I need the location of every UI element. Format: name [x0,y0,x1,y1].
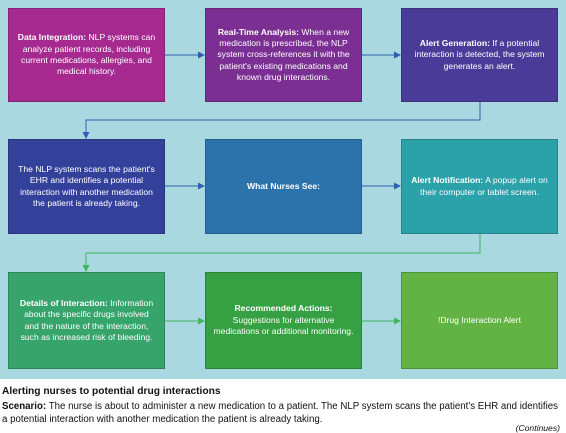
caption-scenario: Scenario: The nurse is about to administ… [2,400,562,426]
figure-caption: Alerting nurses to potential drug intera… [0,381,566,433]
alert-generation-title: Alert Generation: [419,37,490,48]
real-time-analysis-box: Real-Time Analysis: When a new medicatio… [205,8,362,102]
recommended-actions-text: Suggestions for alternative medications … [213,314,354,337]
arrow-notification-to-details [82,234,481,272]
connector-layer [82,51,481,325]
nlp-scan-box: The NLP system scans the patient's EHR a… [8,139,165,234]
data-integration-box: Data Integration: NLP systems can analyz… [8,8,165,102]
alert-generation-box: Alert Generation: If a potential interac… [401,8,558,102]
arrow-alert-to-scan [82,102,481,139]
details-of-interaction-box: Details of Interaction: Information abou… [8,272,165,369]
alert-notification-title: Alert Notification: [411,175,484,186]
nlp-scan-text: The NLP system scans the patient's EHR a… [18,163,155,208]
recommended-actions-box: Recommended Actions: Suggestions for alt… [205,272,362,369]
details-of-interaction-title: Details of Interaction: [19,297,108,308]
flow-diagram: Data Integration: NLP systems can analyz… [0,0,566,379]
what-nurses-see-box: What Nurses See: [205,139,362,234]
alert-notification-text: A popup alert on their computer or table… [420,175,548,197]
drug-interaction-alert-box: !Drug Interaction Alert [401,272,558,369]
caption-title: Alerting nurses to potential drug intera… [2,386,221,397]
details-of-interaction-text: Information about the specific drugs inv… [20,297,154,342]
drug-interaction-alert-text: !Drug Interaction Alert [437,314,522,325]
what-nurses-see-title: What Nurses See: [246,180,321,191]
continues-note: (Continues) [515,423,560,433]
scenario-label: Scenario: [2,401,47,412]
data-integration-text: NLP systems can analyze patient records,… [21,32,156,77]
recommended-actions-title: Recommended Actions: [234,303,333,314]
real-time-analysis-title: Real-Time Analysis: [217,26,300,37]
alert-generation-text: If a potential interaction is detected, … [414,37,545,71]
scenario-text: The nurse is about to administer a new m… [2,401,558,425]
alert-notification-box: Alert Notification: A popup alert on the… [401,139,558,234]
real-time-analysis-text: When a new medication is prescribed, the… [217,26,350,83]
data-integration-title: Data Integration: [17,32,87,43]
